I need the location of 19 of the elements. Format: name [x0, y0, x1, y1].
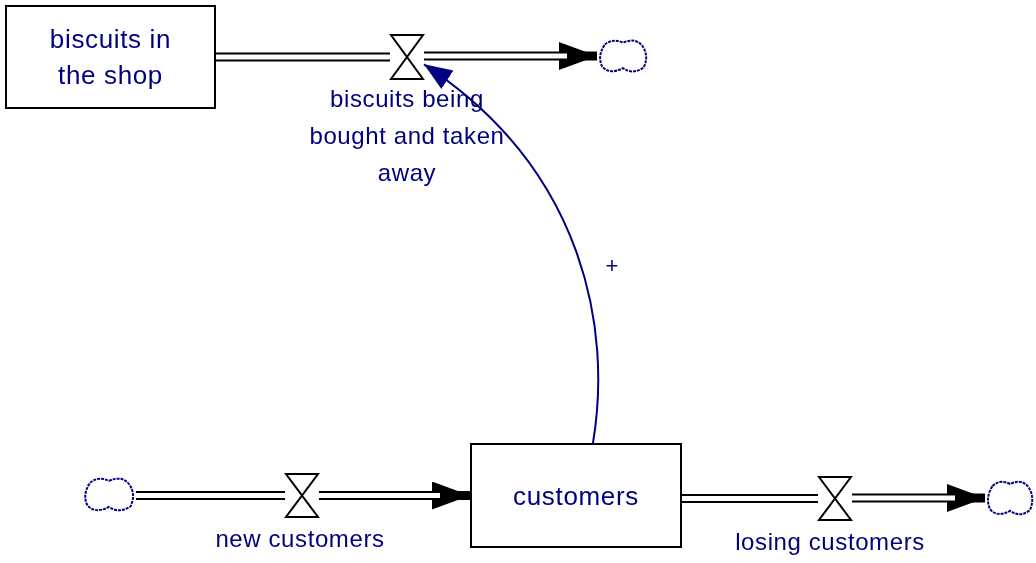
- cloud-symbol: [82, 475, 136, 514]
- flow-name: losing customers: [735, 527, 925, 557]
- stock-box: [5, 5, 216, 109]
- stock-box: [470, 443, 682, 548]
- flow-name: new customers: [215, 524, 385, 554]
- flow-pipe: [852, 484, 985, 512]
- flow-pipe: [216, 52, 390, 62]
- cloud-symbol: [597, 37, 649, 75]
- link-arrow: [423, 63, 600, 444]
- cloud-symbol: [985, 478, 1035, 518]
- valve-symbol: [390, 34, 424, 80]
- valve-symbol: [818, 476, 852, 521]
- stock-name: biscuits in the shop: [48, 23, 173, 92]
- flow-pipe: [319, 481, 470, 510]
- valve-symbol: [285, 473, 319, 518]
- flow-pipe: [136, 491, 285, 500]
- flow-pipe: [424, 42, 597, 70]
- stock-name: customers: [512, 479, 640, 513]
- flow-pipe: [682, 494, 818, 503]
